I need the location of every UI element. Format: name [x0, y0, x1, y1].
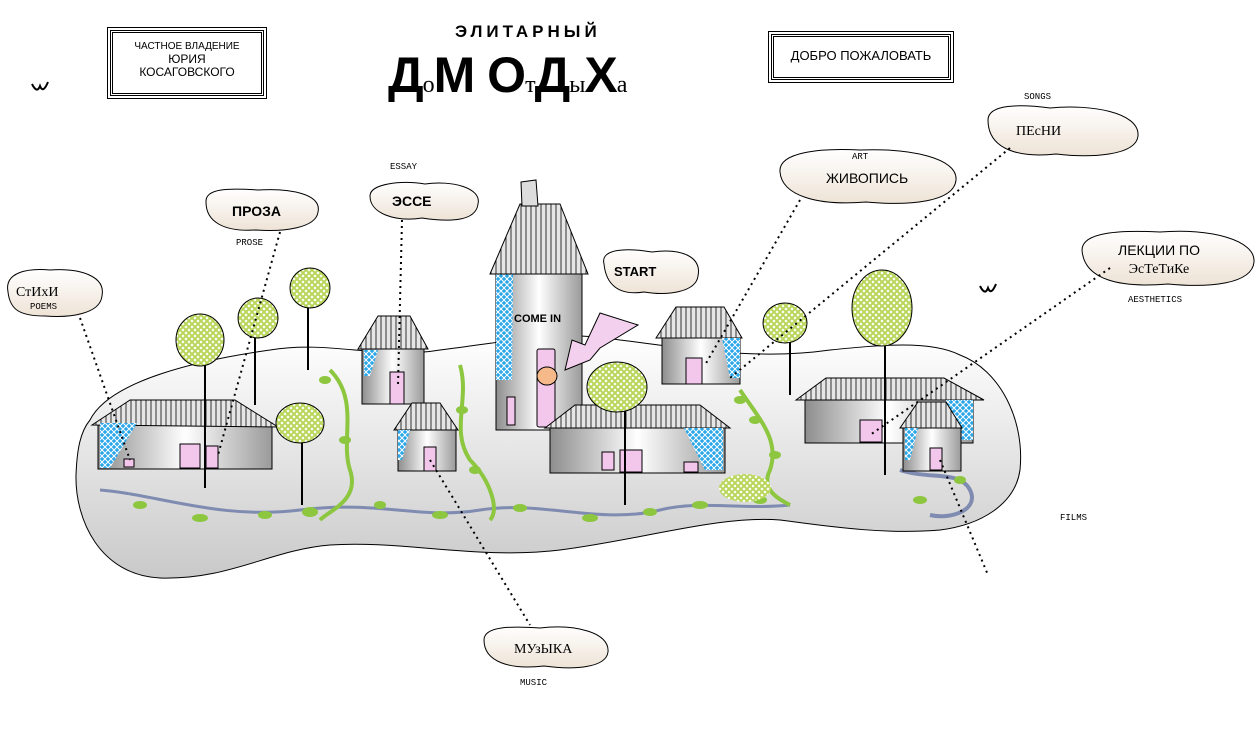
owner-sign-line2: ЮРИЯ [168, 52, 206, 66]
cloud-start [603, 249, 699, 294]
page-subtitle: ЭЛИТАРНЫЙ [455, 22, 601, 41]
nav-songs-eng: SONGS [1024, 92, 1052, 102]
nav-prose-label: ПРОЗА [232, 203, 281, 219]
nav-art-eng: ART [852, 152, 869, 162]
nav-essay-label: ЭССЕ [392, 193, 432, 209]
nav-music-link[interactable]: МУзЫКА [514, 642, 572, 658]
house-art [655, 306, 743, 385]
come-in-link[interactable]: COME IN [514, 313, 561, 325]
welcome-sign-text: ДОБРО ПОЖАЛОВАТЬ [790, 48, 932, 63]
title-letter: а [616, 72, 628, 98]
nav-music-eng: MUSIC [520, 678, 548, 688]
cloud-songs [987, 105, 1139, 157]
cloud-aesthetics [1081, 230, 1255, 286]
title-letter: о [422, 72, 435, 98]
nav-aesthetics-link[interactable]: ЛЕКЦИИ ПО ЭсТеТиКе [1118, 240, 1200, 280]
welcome-sign: ДОБРО ПОЖАЛОВАТЬ [768, 31, 954, 83]
nav-art-label: ЖИВОПИСЬ [826, 170, 909, 186]
nav-essay-eng: ESSAY [390, 162, 418, 172]
bird-right [979, 283, 997, 293]
house-poems [90, 399, 280, 470]
ground-island [75, 335, 1022, 579]
nav-songs-label: ПЕсНИ [1016, 124, 1062, 139]
cloud-music [483, 626, 609, 669]
nav-poems-link[interactable]: СтИхИ [16, 285, 59, 301]
bird-left [31, 81, 49, 91]
title-letter: Х [584, 47, 617, 103]
trees [175, 267, 913, 505]
house-music [393, 402, 459, 472]
cloud-prose [205, 188, 319, 231]
house-right-small [899, 401, 963, 472]
page-title: ДоМ ОтДыХа [388, 46, 628, 104]
nav-poems-label: СтИхИ [16, 285, 59, 300]
title-letter: Д [534, 47, 571, 103]
cloud-art [779, 149, 957, 204]
nav-songs-link[interactable]: ПЕсНИ [1016, 124, 1061, 140]
start-label: START [614, 264, 657, 279]
nav-aesthetics-line1: ЛЕКЦИИ ПО [1118, 242, 1201, 258]
house-center [543, 404, 732, 474]
nav-films-link[interactable]: FILMS [1060, 513, 1088, 523]
entrance-arrow [564, 312, 640, 371]
title-letter: М [433, 47, 488, 103]
nav-poems-eng: POEMS [30, 302, 58, 312]
nav-aesthetics-eng: AESTHETICS [1128, 295, 1183, 305]
house-essay [357, 315, 429, 405]
come-in-label: COME IN [514, 313, 562, 325]
owner-sign-line3: КОСАГОВСКОГО [139, 65, 235, 79]
nav-aesthetics-line2: ЭсТеТиКе [1128, 262, 1190, 277]
nav-art-link[interactable]: ЖИВОПИСЬ [826, 170, 908, 186]
nav-music-label: МУзЫКА [514, 642, 573, 657]
cloud-essay [369, 182, 479, 221]
title-letter: О [487, 47, 526, 103]
start-link[interactable]: START [614, 264, 656, 279]
owner-sign: ЧАСТНОЕ ВЛАДЕНИЕ ЮРИЯ КОСАГОВСКОГО [107, 27, 267, 99]
title-letter: ы [569, 72, 585, 98]
owner-sign-line1: ЧАСТНОЕ ВЛАДЕНИЕ [134, 41, 240, 52]
cloud-poems [7, 269, 103, 317]
tower-come-in [489, 179, 589, 431]
title-letter: Д [388, 47, 424, 103]
nav-prose-link[interactable]: ПРОЗА [232, 203, 281, 219]
nav-prose-eng: PROSE [236, 238, 264, 248]
nav-essay-link[interactable]: ЭССЕ [392, 193, 432, 209]
title-letter: т [525, 72, 535, 98]
